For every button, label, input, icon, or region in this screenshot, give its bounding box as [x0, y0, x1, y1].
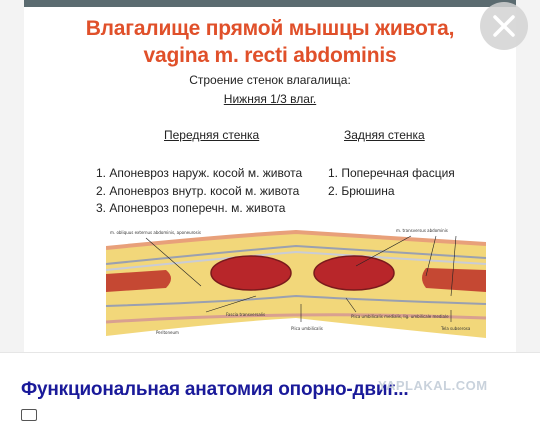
- label-plica-umb: Plica umbilicalis: [291, 326, 323, 331]
- slide-subtitle: Строение стенок влагалища:: [189, 73, 351, 87]
- close-icon: [493, 15, 515, 37]
- result-title-link[interactable]: Функциональная анатомия опорно-двиг...: [21, 379, 409, 400]
- rectus-muscle-right: [313, 255, 395, 291]
- result-image[interactable]: Влагалище прямой мышцы живота, vagina m.…: [0, 0, 540, 352]
- back-item-2: 2. Брюшина: [328, 184, 395, 198]
- skin-layer: [106, 229, 486, 250]
- label-top-left: m. obliquus externus abdominis, aponeuro…: [110, 230, 201, 235]
- watermark: YAPLAKAL.COM: [378, 378, 488, 393]
- label-fascia: Fascia transversalis: [226, 312, 265, 317]
- slide-section: Нижняя 1/3 влаг.: [223, 92, 317, 106]
- rectus-muscle-left: [210, 255, 292, 291]
- abdominal-wall-illustration: m. obliquus externus abdominis, aponeuro…: [106, 228, 486, 338]
- close-button[interactable]: [480, 2, 528, 50]
- divider: [0, 352, 540, 353]
- label-peritoneum: Peritoneum: [156, 330, 179, 335]
- slide-top-bar: [24, 0, 516, 7]
- front-item-2: 2. Апоневроз внутр. косой м. живота: [96, 184, 300, 198]
- front-item-3: 3. Апоневроз поперечн. м. живота: [96, 201, 286, 215]
- slide-title-line-2: vagina m. recti abdominis: [143, 44, 397, 67]
- front-wall-heading: Передняя стенка: [164, 128, 260, 142]
- front-item-1: 1. Апоневроз наруж. косой м. живота: [96, 166, 303, 180]
- slide: Влагалище прямой мышцы живота, vagina m.…: [24, 0, 516, 352]
- back-wall-heading: Задняя стенка: [344, 128, 425, 142]
- slide-title-line-1: Влагалище прямой мышцы живота,: [85, 17, 455, 40]
- label-top-right: m. transversus abdominis: [396, 228, 448, 233]
- label-plica-med: Plica umbilicalis medialis, lig. umbilic…: [351, 314, 449, 319]
- back-item-1: 1. Поперечная фасция: [328, 166, 455, 180]
- source-icon: [21, 409, 37, 421]
- label-tela: Tela subserosa: [440, 326, 471, 331]
